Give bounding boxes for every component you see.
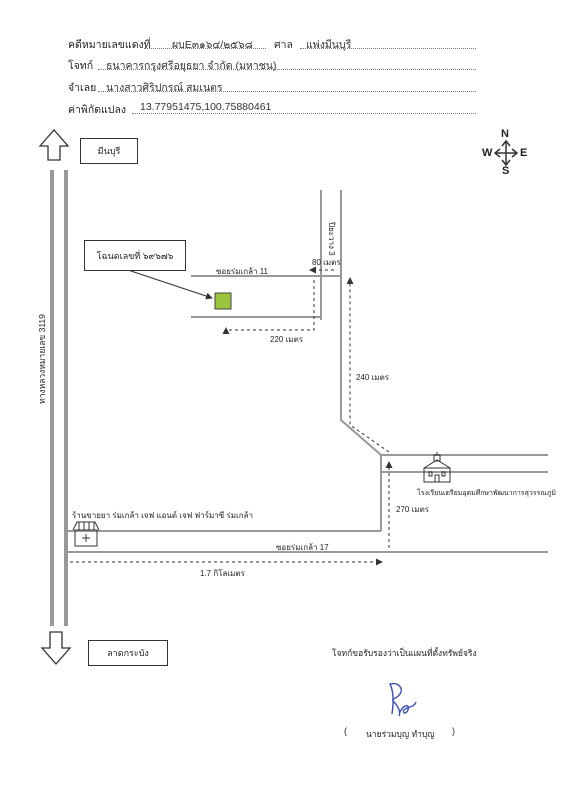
road-side: [320, 190, 548, 531]
plot-label-box: โฉนดเลขที่ ๖๙๖๗๖: [84, 240, 186, 271]
distance-270-label: 270 เมตร: [396, 505, 430, 514]
compass-icon: [493, 139, 519, 167]
pharmacy-label: ร้านขายยา ร่มเกล้า เจฟ แอนด์ เจฟ ฟาร์มาซ…: [72, 511, 253, 520]
plot-marker: [214, 292, 232, 310]
court-label: ศาล: [274, 39, 293, 51]
south-destination-box: ลาดกระบัง: [88, 640, 168, 666]
north-destination-box: มีนบุรี: [80, 138, 138, 164]
north-destination-label: มีนบุรี: [97, 146, 121, 156]
distance-1-7km-label: 1.7 กิโลเมตร: [200, 569, 245, 578]
paren-close: ): [452, 726, 455, 736]
defendant-label: จำเลย: [68, 82, 97, 94]
side-road-label: ปิยะวาง 3: [327, 222, 336, 256]
school-icon: [423, 452, 451, 483]
road-soi-11: [191, 275, 341, 318]
case-row: คดีหมายเลขแดงที่ ผบE๓๑๖๔/๒๕๖๘ ศาล แพ่งมี…: [68, 36, 476, 53]
route-arrows: [70, 266, 393, 566]
plaintiff-row: โจทก์ ธนาคารกรุงศรีอยุธยา จำกัด (มหาชน): [68, 57, 476, 74]
compass-n: N: [501, 128, 509, 140]
distance-240-label: 240 เมตร: [356, 373, 390, 382]
pharmacy-icon: [72, 521, 100, 547]
highway-label: ทางหลวงหมายเลข 3119: [37, 314, 47, 404]
school-label: โรงเรียนเตรียมอุดมศึกษาพัฒนาการสุวรรณภูม…: [417, 490, 557, 497]
coords-row: ค่าพิกัดแปลง 13.77951475,100.75880461: [68, 101, 476, 118]
defendant-row: จำเลย นางสาวศิริปกรณ์ สมเนตร: [68, 79, 476, 96]
compass-s: S: [502, 165, 510, 177]
plot-label: โฉนดเลขที่ ๖๙๖๗๖: [96, 250, 174, 261]
soi-17-label: ซอยร่มเกล้า 17: [276, 543, 329, 552]
soi-11-label: ซอยร่มเกล้า 11: [216, 267, 268, 276]
certify-text: โจทก์ขอรับรองว่าเป็นแผนที่ตั้งทรัพย์จริง: [332, 648, 477, 658]
north-arrow-icon: [38, 129, 70, 161]
road-soi-17: [66, 530, 548, 553]
coords-value: 13.77951475,100.75880461: [140, 101, 272, 113]
distance-220-label: 220 เมตร: [270, 335, 304, 344]
plaintiff-label: โจทก์: [68, 60, 94, 72]
compass-w: W: [482, 147, 493, 159]
plot-pointer: [127, 269, 213, 300]
south-arrow-icon: [40, 631, 72, 665]
signature: [388, 682, 417, 717]
case-label: คดีหมายเลขแดงที่: [68, 39, 151, 51]
paren-open: (: [344, 726, 347, 736]
highway-3119: [50, 170, 68, 626]
distance-80-label: 80 เมตร: [312, 258, 341, 267]
compass-e: E: [520, 147, 528, 159]
signer-name: นายร่วมบุญ ทำบุญ: [366, 729, 435, 739]
coords-label: ค่าพิกัดแปลง: [68, 104, 127, 116]
south-destination-label: ลาดกระบัง: [107, 648, 149, 658]
